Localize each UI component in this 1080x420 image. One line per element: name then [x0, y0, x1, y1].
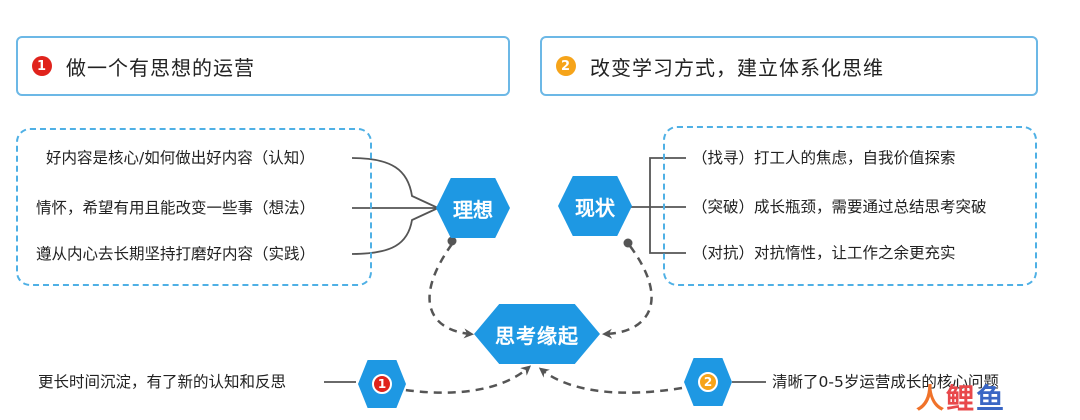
ideal-items-box [16, 128, 372, 286]
ideal-item-2: 情怀，希望有用且能改变一些事（想法） [36, 198, 316, 218]
marker-1: 1 [358, 360, 406, 408]
center-node: 思考缘起 [474, 304, 600, 364]
reality-anchor-dot [623, 238, 633, 248]
number-badge-2: 2 [556, 56, 576, 76]
watermark-char-1: 人 [916, 382, 947, 415]
marker2-to-center-arrow [538, 367, 683, 394]
bottom-left-text: 更长时间沉淀，有了新的认知和反思 [38, 373, 287, 391]
reality-node: 现状 [558, 176, 632, 236]
watermark-logo: 人 鲤 鱼 [916, 376, 1056, 418]
reality-to-center-arrow [602, 245, 653, 339]
reality-item-1: （找寻）打工人的焦虑，自我价值探索 [692, 148, 956, 168]
reality-item-2: （突破）成长瓶颈，需要通过总结思考突破 [692, 197, 987, 217]
reality-item-3: （对抗）对抗惰性，让工作之余更充实 [692, 243, 956, 263]
ideal-item-1: 好内容是核心/如何做出好内容（认知） [46, 148, 315, 168]
reality-items-box [663, 126, 1037, 286]
marker1-to-center-arrow [391, 365, 532, 394]
topic-box-1: 1 做一个有思想的运营 [16, 36, 510, 96]
ideal-anchor-dot [447, 236, 457, 246]
reality-bracket [649, 157, 686, 254]
number-badge-1: 1 [32, 56, 52, 76]
ideal-connector-1 [351, 157, 439, 209]
watermark-char-3: 鱼 [976, 382, 1007, 415]
ideal-to-center-arrow [428, 243, 474, 339]
topic-title-2: 改变学习方式，建立体系化思维 [590, 55, 884, 80]
ideal-item-3: 遵从内心去长期坚持打磨好内容（实践） [36, 244, 316, 264]
topic-title-1: 做一个有思想的运营 [66, 55, 255, 80]
topic-box-2: 2 改变学习方式，建立体系化思维 [540, 36, 1038, 96]
watermark-char-2: 鲤 [946, 382, 977, 415]
ideal-connector-3 [351, 207, 439, 255]
ideal-node: 理想 [436, 178, 510, 238]
marker-2: 2 [684, 358, 732, 406]
marker-2-badge: 2 [698, 372, 718, 392]
bottom-right-text: 清晰了0-5岁运营成长的核心问题 [772, 373, 999, 391]
marker-1-badge: 1 [372, 374, 392, 394]
